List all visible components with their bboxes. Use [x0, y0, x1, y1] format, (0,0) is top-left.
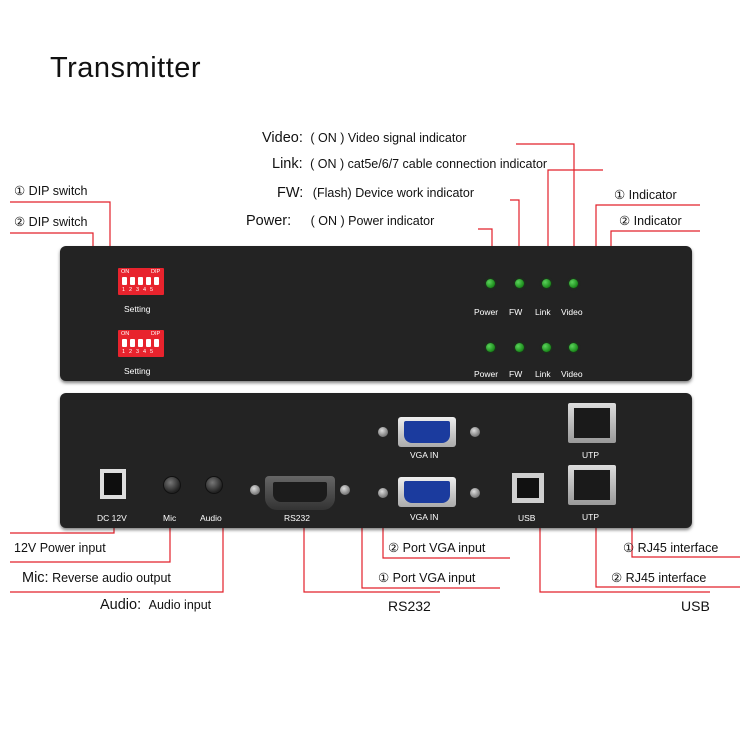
vga-port-1[interactable]: [398, 417, 456, 447]
power-input-label: 12V Power input: [14, 541, 106, 555]
vga1-screw-left: [378, 427, 388, 437]
setting-label-1: Setting: [124, 304, 151, 314]
mic-label: Mic: Reverse audio output: [22, 570, 171, 586]
audio-callout-line: [10, 520, 224, 593]
usb-port-label: USB: [518, 513, 536, 523]
vga-in-label-2: VGA IN: [410, 512, 439, 522]
led-label-video-2: Video: [561, 369, 583, 379]
rs232-screw-right: [340, 485, 350, 495]
rj45-2-label: ② RJ45 interface: [611, 571, 707, 585]
rs232-port[interactable]: [265, 476, 335, 510]
audio-jack[interactable]: [205, 476, 223, 494]
utp-label-1: UTP: [582, 450, 599, 460]
link-label: Link: ( ON ) cat5e/6/7 cable connection …: [272, 156, 548, 172]
rear-panel: DC 12V Mic Audio RS232 VGA IN VGA IN USB…: [60, 393, 692, 528]
power-led-1: [486, 279, 495, 288]
led-label-power-1: Power: [474, 307, 499, 317]
rj45-1-label: ① RJ45 interface: [623, 541, 719, 555]
dip1-label: ① DIP switch: [14, 184, 88, 198]
utp-label-2: UTP: [582, 512, 599, 522]
utp-port-1[interactable]: [568, 403, 616, 443]
rs232-port-label: RS232: [284, 513, 310, 523]
led-label-power-2: Power: [474, 369, 499, 379]
audio-label: Audio: Audio input: [100, 597, 212, 613]
mic-callout-line: [10, 520, 171, 563]
usb-port[interactable]: [512, 473, 544, 503]
fw-label: FW: (Flash) Device work indicator: [277, 185, 474, 201]
rs232-callout-line: [303, 520, 440, 593]
mic-jack[interactable]: [163, 476, 181, 494]
setting-label-2: Setting: [124, 366, 151, 376]
vga-port-2[interactable]: [398, 477, 456, 507]
vga-in-label-1: VGA IN: [410, 450, 439, 460]
indicator2-label: ② Indicator: [619, 214, 682, 228]
led-label-link-2: Link: [535, 369, 551, 379]
page-title: Transmitter: [50, 52, 202, 84]
led-label-fw-1: FW: [509, 307, 523, 317]
front-panel: ON DIP 1 2 3 4 5 Setting ON DIP 1 2 3 4 …: [60, 246, 692, 381]
dip-switch-1[interactable]: ON DIP 1 2 3 4 5: [118, 268, 164, 295]
video-led-1: [569, 279, 578, 288]
audio-port-label: Audio: [200, 513, 222, 523]
video-callout-line: [516, 143, 575, 280]
link-led-1: [542, 279, 551, 288]
vga2-label: ② Port VGA input: [388, 541, 486, 555]
rs232-label: RS232: [388, 598, 431, 614]
led-label-fw-2: FW: [509, 369, 523, 379]
usb-label: USB: [681, 598, 710, 614]
link-callout-line: [547, 169, 603, 280]
dc-jack[interactable]: [100, 469, 126, 499]
rs232-screw-left: [250, 485, 260, 495]
video-label: Video: ( ON ) Video signal indicator: [262, 130, 467, 146]
power-led-2: [486, 343, 495, 352]
vga2-screw-left: [378, 488, 388, 498]
dc-label: DC 12V: [97, 513, 127, 523]
vga1-label: ① Port VGA input: [378, 571, 476, 585]
vga2-screw-right: [470, 488, 480, 498]
led-label-video-1: Video: [561, 307, 583, 317]
usb-callout-line: [539, 520, 710, 593]
fw-led-2: [515, 343, 524, 352]
fw-led-1: [515, 279, 524, 288]
link-led-2: [542, 343, 551, 352]
indicator1-label: ① Indicator: [614, 188, 677, 202]
dip2-label: ② DIP switch: [14, 215, 88, 229]
led-label-link-1: Link: [535, 307, 551, 317]
vga1-screw-right: [470, 427, 480, 437]
power-label: Power: ( ON ) Power indicator: [246, 213, 435, 229]
video-led-2: [569, 343, 578, 352]
mic-port-label: Mic: [163, 513, 177, 523]
dip-switch-2[interactable]: ON DIP 1 2 3 4 5: [118, 330, 164, 357]
utp-port-2[interactable]: [568, 465, 616, 505]
